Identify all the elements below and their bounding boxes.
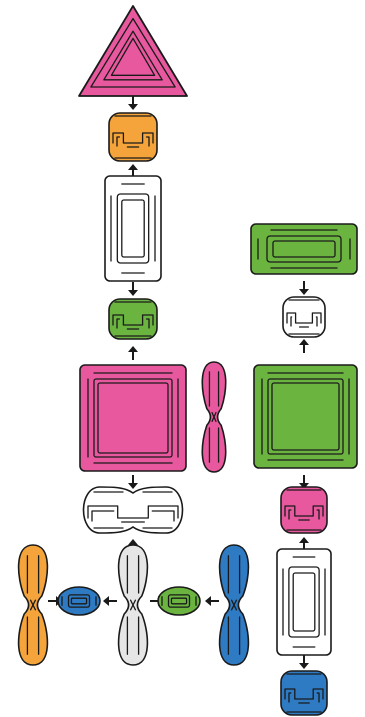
double-oval-white bbox=[117, 544, 149, 666]
square-green bbox=[253, 364, 358, 469]
arrow-blue-to-green bbox=[205, 596, 219, 606]
double-oval-blue bbox=[218, 544, 250, 666]
connector-green-left bbox=[108, 298, 158, 340]
double-oval-orange bbox=[17, 544, 49, 666]
connector-pink-right bbox=[280, 486, 328, 534]
rectangle-white-tall-left bbox=[104, 175, 162, 282]
double-oval-pink bbox=[201, 361, 227, 473]
arrow-square-to-green bbox=[128, 346, 138, 360]
arrow-rect-to-blue bbox=[299, 655, 309, 669]
arrow-greensquare-to-pink bbox=[299, 475, 309, 489]
double-connector-white bbox=[82, 486, 184, 534]
arrow-square-to-double bbox=[128, 475, 138, 489]
arrow-greensquare-to-white bbox=[299, 339, 309, 353]
arrow-white-to-blue bbox=[103, 596, 117, 606]
triangle-piece bbox=[78, 5, 188, 97]
square-pink bbox=[79, 364, 187, 472]
oval-green bbox=[157, 586, 201, 616]
rectangle-green-wide bbox=[250, 223, 358, 275]
arrow-greenrect-to-white bbox=[299, 281, 309, 295]
arrow-triangle-to-orange bbox=[128, 96, 138, 110]
oval-blue bbox=[57, 586, 101, 616]
rectangle-white-tall-right bbox=[276, 548, 332, 656]
arrow-rect-to-green bbox=[128, 282, 138, 296]
connector-white-right bbox=[282, 296, 326, 338]
connector-blue-bottom bbox=[280, 670, 328, 716]
connector-orange-top bbox=[108, 112, 158, 162]
